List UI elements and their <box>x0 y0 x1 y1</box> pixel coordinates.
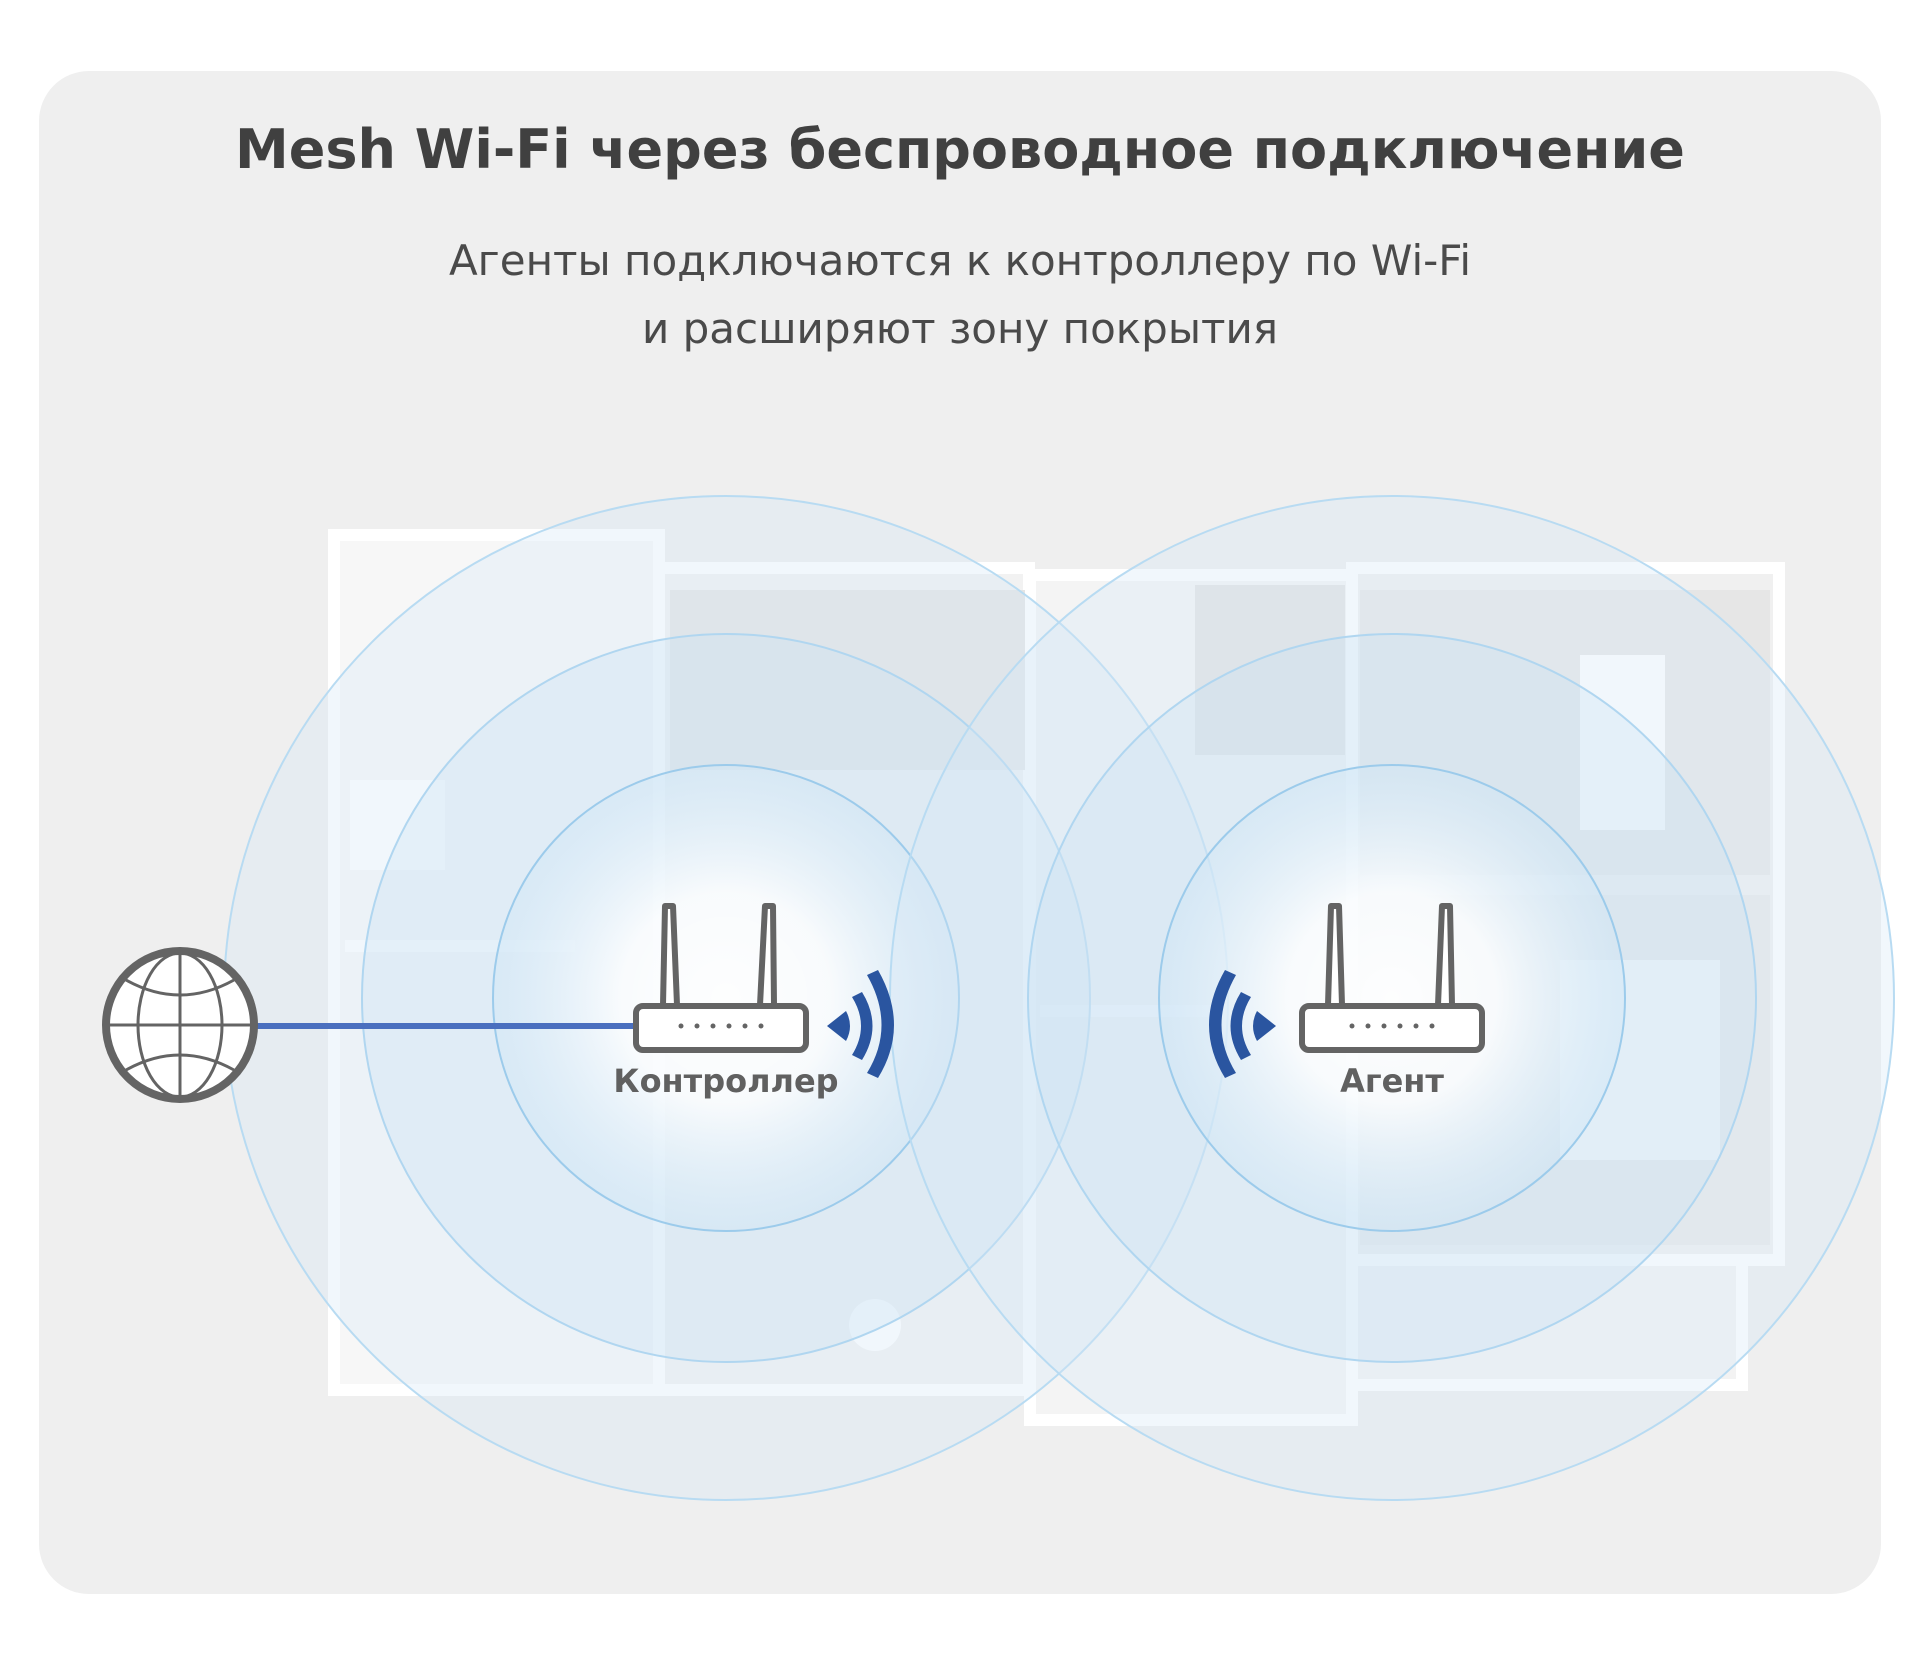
subtitle-line-1: Агенты подключаются к контроллеру по Wi-… <box>448 236 1472 285</box>
globe-icon <box>102 947 258 1103</box>
controller-router-icon <box>633 903 809 1053</box>
agent-label: Агент <box>1340 1062 1444 1100</box>
page-title: Mesh Wi-Fi через беспроводное подключени… <box>235 118 1685 181</box>
agent-router-icon <box>1299 903 1485 1053</box>
controller-wifi-signal-icon <box>827 970 894 1078</box>
agent-wifi-signal-icon <box>1209 970 1276 1078</box>
controller-coverage <box>223 495 1229 1501</box>
subtitle-line-2: и расширяют зону покрытия <box>641 304 1279 353</box>
agent-coverage <box>889 495 1895 1501</box>
controller-label: Контроллер <box>613 1062 839 1100</box>
